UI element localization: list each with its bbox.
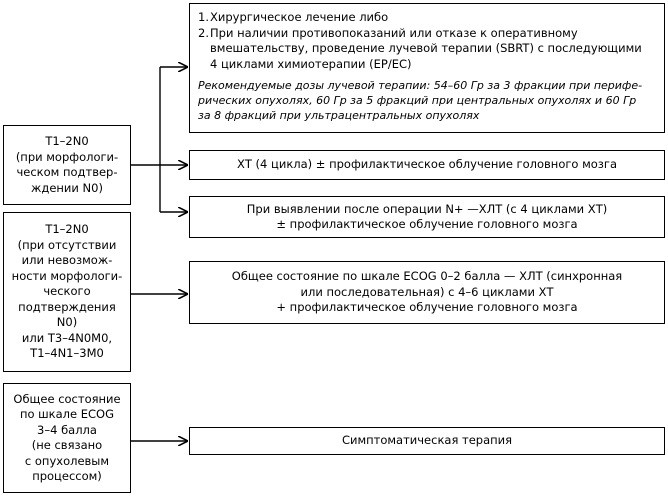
- recommendation-line: + профилактическое облучение головного м…: [276, 300, 578, 315]
- recommendation-line: При выявлении после операции N+ —ХЛТ (с …: [246, 201, 608, 216]
- recommendation-line: Общее состояние по шкале ECOG 0–2 балла …: [231, 269, 623, 284]
- condition-line: T1–4N1–3M0: [30, 346, 104, 361]
- recommendation-line: ± профилактическое облучение головного м…: [276, 217, 578, 231]
- recommendation-line: Симптоматическая терапия: [341, 433, 513, 448]
- condition-line: процессом): [32, 469, 102, 483]
- dose-note: Рекомендуемые дозы лучевой терапии: 54–6…: [198, 78, 656, 123]
- condition-line: подтверждения: [18, 299, 116, 314]
- condition-line: ческом подтвер-: [16, 165, 118, 179]
- condition-line: или T3–4N0M0,: [21, 330, 113, 345]
- recommendation-box-symptomatic: Симптоматическая терапия: [189, 427, 665, 455]
- note-line: рических опухолях, 60 Гр за 5 фракций пр…: [198, 94, 637, 107]
- condition-line: (при отсутствии: [17, 237, 117, 252]
- surgery-item-2: 2. При наличии противопоказаний или отка…: [198, 26, 656, 73]
- condition-box-t1-2n0-unconfirmed: T1–2N0 (при отсутствии или невозмож- нос…: [3, 212, 131, 372]
- note-line: Рекомендуемые дозы лучевой терапии: 54–6…: [198, 79, 643, 92]
- condition-line: T1–2N0: [45, 222, 89, 237]
- condition-line: ческого: [43, 284, 91, 299]
- note-line: за 8 фракций при ультрацентральных опухо…: [198, 109, 480, 122]
- recommendation-line: ХТ (4 цикла) ± профилактическое облучени…: [237, 157, 617, 172]
- recommendation-box-chemo: ХТ (4 цикла) ± профилактическое облучени…: [189, 150, 665, 180]
- condition-line: T1–2N0: [45, 134, 89, 148]
- condition-line: (не связано: [31, 438, 103, 452]
- condition-line: (при морфологи-: [15, 149, 119, 164]
- item-text: вмешательству, проведение лучевой терапи…: [210, 41, 642, 55]
- item-number: 1.: [198, 10, 209, 24]
- condition-line: по шкале ECOG: [19, 407, 115, 421]
- condition-line: ждении N0): [31, 180, 103, 195]
- condition-line: Общее состояние: [13, 391, 121, 406]
- condition-line: с опухолевым: [24, 453, 110, 468]
- item-text: 4 циклами химиотерапии (EP/EC): [210, 56, 412, 71]
- condition-line: или невозмож-: [21, 253, 113, 268]
- surgery-item-1: 1. Хирургическое лечение либо: [198, 10, 656, 26]
- item-text: Хирургическое лечение либо: [210, 10, 389, 24]
- recommendation-line: или последовательная) с 4–6 циклами ХТ: [300, 284, 554, 299]
- condition-box-ecog-3-4: Общее состояние по шкале ECOG 3–4 балла …: [3, 383, 131, 493]
- condition-line: N0): [56, 315, 78, 330]
- condition-line: ности морфологи-: [11, 268, 123, 283]
- item-number: 2.: [198, 25, 209, 40]
- recommendation-box-postop: При выявлении после операции N+ —ХЛТ (с …: [189, 196, 665, 238]
- recommendation-box-surgery: 1. Хирургическое лечение либо 2. При нал…: [189, 3, 665, 133]
- item-text: При наличии противопоказаний или отказе …: [210, 25, 578, 40]
- condition-line: 3–4 балла: [37, 422, 97, 437]
- condition-box-t1-2n0-confirmed: T1–2N0 (при морфологи- ческом подтвер- ж…: [3, 125, 131, 205]
- recommendation-box-chemoradiation: Общее состояние по шкале ECOG 0–2 балла …: [189, 261, 665, 324]
